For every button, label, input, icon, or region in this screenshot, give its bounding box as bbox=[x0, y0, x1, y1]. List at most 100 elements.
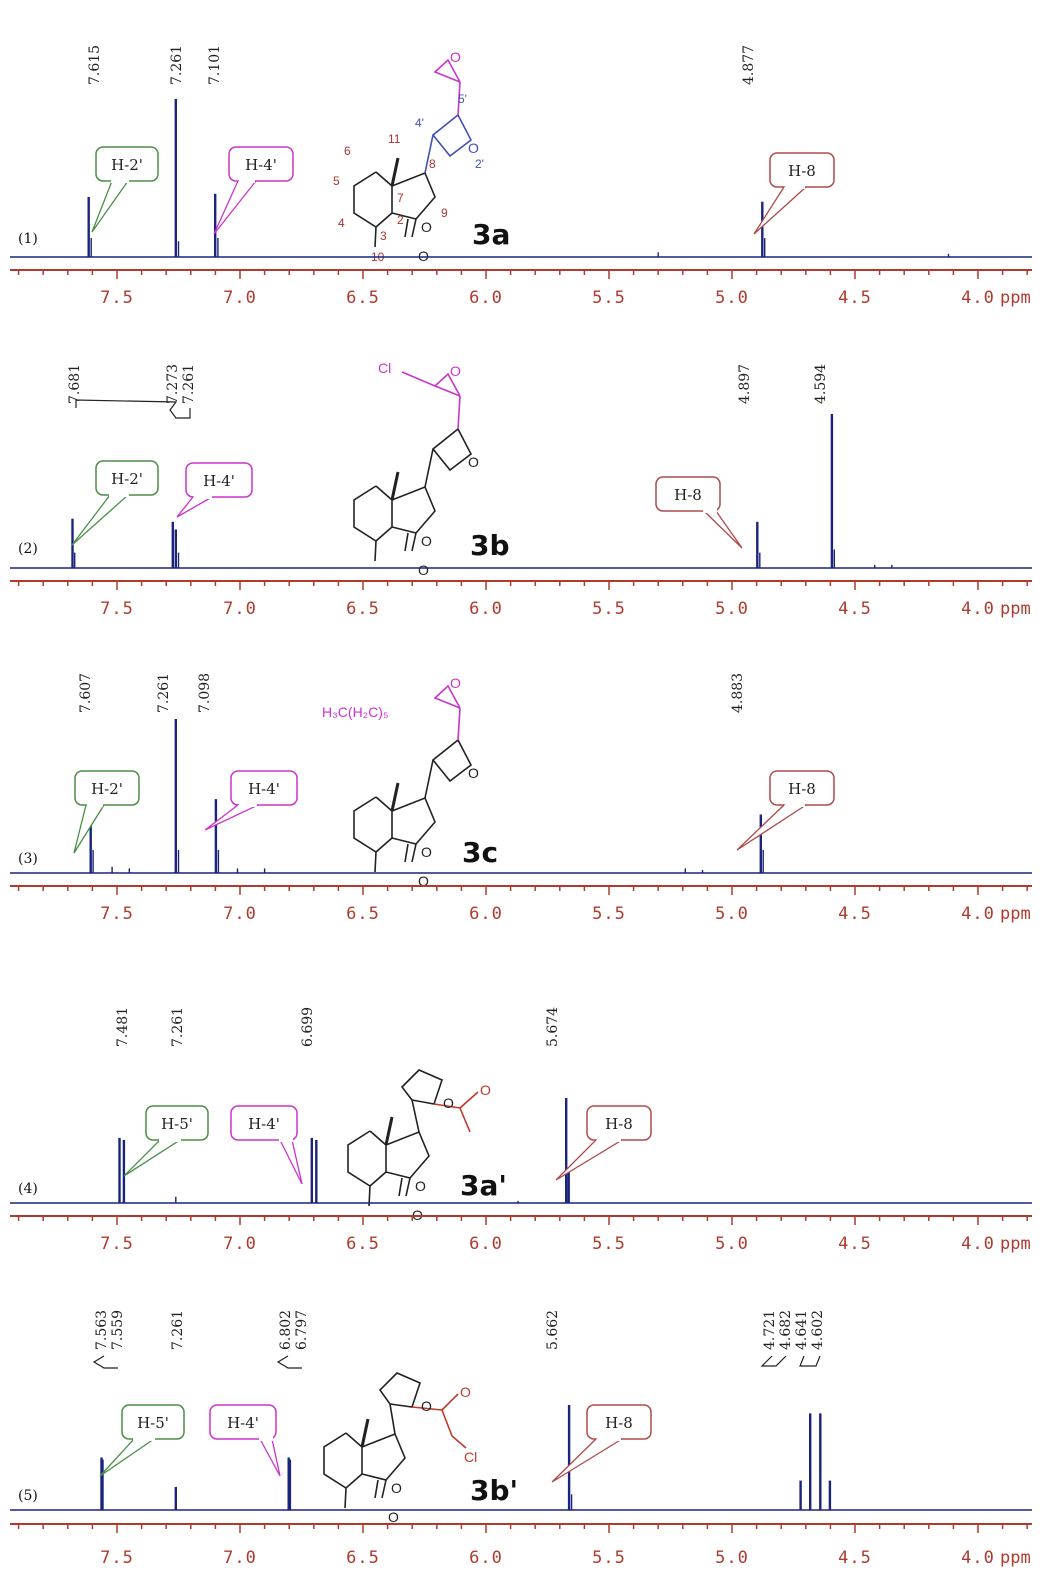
callout-h8: H-8 bbox=[551, 1404, 652, 1483]
tick-label: 6.0 bbox=[469, 288, 503, 308]
callout-h2: H-2' bbox=[71, 460, 159, 546]
molecule-3a: O O O O bbox=[353, 49, 479, 264]
callout-label: H-2' bbox=[111, 156, 143, 174]
tick-label: 7.5 bbox=[100, 904, 134, 924]
atom-number: 2 bbox=[397, 213, 404, 227]
chlorine-label: Cl bbox=[464, 1449, 477, 1465]
callout-h8: H-8 bbox=[753, 152, 835, 235]
callout-h8: H-8 bbox=[555, 1105, 652, 1181]
spectrum-peaks bbox=[118, 1098, 570, 1203]
peak-label: 4.641 bbox=[794, 1310, 810, 1350]
callout-h4: H-4' bbox=[204, 770, 298, 831]
peak-label: 4.883 bbox=[730, 673, 746, 713]
peak-label: 4.602 bbox=[810, 1310, 826, 1350]
svg-text:O: O bbox=[415, 1178, 426, 1194]
axis-unit: ppm bbox=[1000, 1234, 1031, 1254]
tick-label: 7.5 bbox=[100, 1234, 134, 1254]
compound-label: 3a' bbox=[460, 1169, 507, 1202]
atom-number: 8 bbox=[429, 157, 436, 171]
callout-label: H-4' bbox=[227, 1414, 259, 1432]
atom-number: 3 bbox=[380, 229, 387, 243]
panel-label: (5) bbox=[18, 1488, 38, 1504]
peak-label: 7.261 bbox=[169, 45, 185, 85]
panel-label: (4) bbox=[18, 1181, 38, 1197]
compound-label: 3c bbox=[462, 836, 498, 869]
callout-h2: H-2' bbox=[91, 146, 159, 233]
peak-label: 7.559 bbox=[110, 1310, 126, 1350]
tick-label: 6.5 bbox=[346, 904, 380, 924]
svg-text:O: O bbox=[418, 873, 429, 889]
callout-label: H-2' bbox=[111, 470, 143, 488]
panel-5: (5) 7.563 7.559 7.261 6.802 6.797 5.662 … bbox=[10, 1310, 1032, 1568]
tick-label: 6.0 bbox=[469, 1548, 503, 1568]
tick-label: 6.5 bbox=[346, 599, 380, 619]
tick-label: 5.0 bbox=[715, 1234, 749, 1254]
svg-text:O: O bbox=[468, 454, 479, 470]
svg-text:O: O bbox=[421, 533, 432, 549]
peak-label: 7.481 bbox=[115, 1007, 131, 1047]
peak-label: 7.681 bbox=[67, 364, 83, 404]
peak-label: 7.615 bbox=[87, 45, 103, 85]
panel-4: (4) 7.481 7.261 6.699 5.674 H-5' H-4' H-… bbox=[10, 1007, 1032, 1254]
minor-ticks bbox=[17, 270, 1028, 279]
peak-label: 6.797 bbox=[294, 1310, 310, 1350]
tick-label: 5.5 bbox=[592, 599, 626, 619]
peak-label: 7.607 bbox=[78, 673, 94, 713]
molecule-3b: O O O O bbox=[353, 363, 479, 578]
tick-label: 7.0 bbox=[223, 1234, 257, 1254]
callout-label: H-8 bbox=[605, 1414, 633, 1432]
tick-label: 7.5 bbox=[100, 1548, 134, 1568]
svg-text:O: O bbox=[388, 1509, 399, 1525]
callout-h4: H-4' bbox=[230, 1105, 303, 1185]
svg-text:O: O bbox=[443, 1095, 454, 1111]
minor-ticks bbox=[17, 581, 1028, 590]
callout-h5: H-5' bbox=[99, 1404, 185, 1477]
atom-number: 5' bbox=[458, 92, 467, 106]
peak-shift-labels: 7.681 7.273 7.261 4.897 4.594 bbox=[67, 364, 829, 404]
x-axis: 7.5 7.0 6.5 6.0 5.5 5.0 4.5 4.0 ppm bbox=[10, 872, 1032, 924]
svg-text:O: O bbox=[468, 765, 479, 781]
tick-label: 5.0 bbox=[715, 599, 749, 619]
compound-label: 3b' bbox=[470, 1474, 518, 1507]
spectrum-peaks bbox=[89, 719, 764, 873]
minor-ticks bbox=[17, 1524, 1028, 1533]
tick-label: 5.0 bbox=[715, 288, 749, 308]
peak-label: 6.802 bbox=[278, 1310, 294, 1350]
tick-label: 7.0 bbox=[223, 599, 257, 619]
tick-label: 5.5 bbox=[592, 1234, 626, 1254]
axis-unit: ppm bbox=[1000, 1548, 1031, 1568]
tick-label: 6.5 bbox=[346, 288, 380, 308]
tick-label: 5.5 bbox=[592, 1548, 626, 1568]
callout-label: H-8 bbox=[788, 780, 816, 798]
peak-label: 7.273 bbox=[165, 364, 181, 404]
tick-label: 5.5 bbox=[592, 288, 626, 308]
svg-text:O: O bbox=[468, 140, 479, 156]
tick-label: 4.0 bbox=[961, 904, 995, 924]
x-axis: 7.5 7.0 6.5 6.0 5.5 5.0 4.5 4.0 ppm bbox=[10, 1202, 1032, 1254]
peak-label: 7.261 bbox=[170, 1007, 186, 1047]
tick-label: 4.5 bbox=[838, 1234, 872, 1254]
atom-number: 11 bbox=[388, 132, 401, 146]
tick-label: 6.0 bbox=[469, 599, 503, 619]
alkyl-chain-label: H₃C(H₂C)₅ bbox=[322, 704, 389, 720]
peak-label: 6.699 bbox=[300, 1007, 316, 1047]
tick-label: 4.5 bbox=[838, 288, 872, 308]
svg-text:O: O bbox=[421, 1398, 432, 1414]
callout-label: H-4' bbox=[248, 780, 280, 798]
tick-label: 7.0 bbox=[223, 1548, 257, 1568]
svg-text:O: O bbox=[421, 844, 432, 860]
peak-shift-labels: 7.607 7.261 7.098 4.883 bbox=[78, 673, 746, 713]
tick-label: 7.0 bbox=[223, 288, 257, 308]
svg-text:O: O bbox=[418, 562, 429, 578]
tick-label: 6.5 bbox=[346, 1548, 380, 1568]
callout-h4: H-4' bbox=[213, 146, 294, 235]
peak-label: 7.261 bbox=[170, 1310, 186, 1350]
callout-label: H-4' bbox=[203, 472, 235, 490]
svg-text:O: O bbox=[391, 1480, 402, 1496]
axis-unit: ppm bbox=[1000, 599, 1031, 619]
spectrum-peaks bbox=[100, 1405, 832, 1510]
panel-3: (3) 7.607 7.261 7.098 4.883 H-2' H-4' H-… bbox=[10, 673, 1032, 924]
callout-label: H-2' bbox=[91, 780, 123, 798]
tick-label: 6.5 bbox=[346, 1234, 380, 1254]
